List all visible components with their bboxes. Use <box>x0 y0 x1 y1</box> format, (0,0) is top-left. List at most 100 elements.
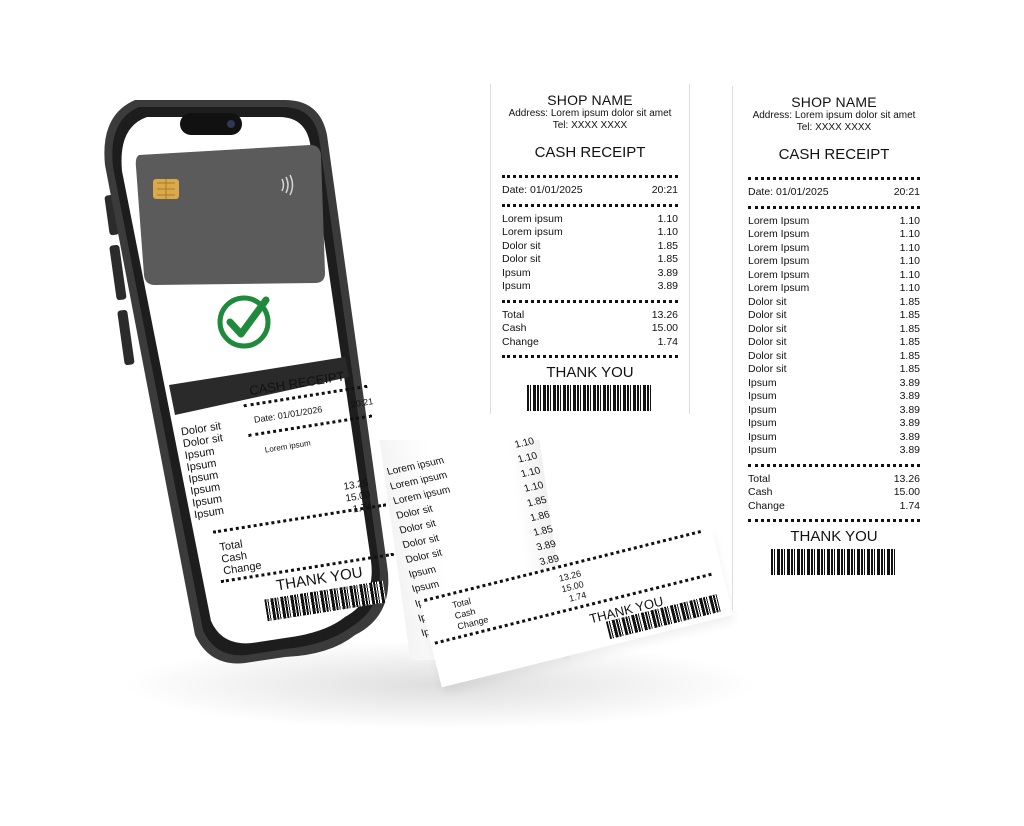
item-name: Lorem Ipsum <box>748 241 810 254</box>
item-name: Dolor sit <box>748 309 787 321</box>
item-price: 1.10 <box>657 226 678 238</box>
camera-icon <box>227 120 235 128</box>
item-price: 3.89 <box>899 403 920 416</box>
shop-address: Address: Lorem ipsum dolor sit amet <box>752 110 916 121</box>
line-item-row: Dolor sit 1.85 <box>748 296 920 310</box>
line-item-row: Cash 15.00 <box>748 486 920 500</box>
item-name: Lorem Ipsum <box>748 214 810 227</box>
item-price: 3.89 <box>899 376 920 389</box>
item-price: 1.85 <box>899 309 920 321</box>
item-price: 3.89 <box>899 417 920 429</box>
item-name: Ipsum <box>748 430 777 443</box>
receipt-time: 20:21 <box>893 186 920 198</box>
phone-receipt-first-item: Lorem ipsum <box>264 438 312 455</box>
item-price: 1.74 <box>899 499 920 512</box>
date-row: Date: 01/01/2025 20:21 <box>748 186 920 200</box>
shop-tel: Tel: XXXX XXXX <box>796 122 872 133</box>
item-price: 3.89 <box>899 444 920 456</box>
item-name: Dolor sit <box>748 295 787 308</box>
item-price: 1.85 <box>899 295 920 308</box>
item-name: Ipsum <box>748 376 777 389</box>
phone-receipt-title: CASH RECEIPT <box>248 368 346 399</box>
line-item-row: Dolor sit 1.85 <box>748 323 920 337</box>
item-name: Total <box>748 472 771 485</box>
item-name: Dolor sit <box>748 336 787 348</box>
item-price: 3.89 <box>657 266 678 279</box>
item-name: Ipsum <box>748 403 777 416</box>
line-item-row: Lorem Ipsum 1.10 <box>748 215 920 229</box>
receipt-title: CASH RECEIPT <box>778 146 890 163</box>
item-name: Lorem Ipsum <box>748 282 810 294</box>
divider <box>502 299 678 303</box>
item-price: 1.85 <box>899 349 920 362</box>
item-price: 3.89 <box>657 280 678 292</box>
divider <box>748 463 920 467</box>
item-price: 1.10 <box>899 241 920 254</box>
item-price: 15.00 <box>893 486 920 498</box>
barcode <box>771 549 897 575</box>
line-item-row: Ipsum 3.89 <box>748 417 920 431</box>
phone-illustration <box>104 100 389 664</box>
item-name: Dolor sit <box>748 349 787 362</box>
item-price: 1.10 <box>657 212 678 225</box>
item-price: 1.10 <box>899 282 920 294</box>
receipt-date: Date: 01/01/2025 <box>502 184 583 196</box>
line-item-row: Ipsum 3.89 <box>502 267 678 281</box>
item-name: Cash <box>748 486 773 498</box>
item-price: 1.10 <box>899 214 920 227</box>
item-name: Dolor sit <box>748 322 787 335</box>
item-name: Ipsum <box>748 390 777 402</box>
shop-address: Address: Lorem ipsum dolor sit amet <box>508 108 672 119</box>
line-item-row: Ipsum 3.89 <box>748 377 920 391</box>
divider <box>502 203 678 207</box>
line-item-row: Ipsum 3.89 <box>748 404 920 418</box>
receipt-title: CASH RECEIPT <box>534 144 646 161</box>
item-name: Ipsum <box>748 417 777 429</box>
shop-tel: Tel: XXXX XXXX <box>552 120 628 131</box>
item-price: 13.26 <box>893 472 920 485</box>
line-item-row: Lorem Ipsum 1.10 <box>748 242 920 256</box>
item-price: 1.10 <box>899 268 920 281</box>
card-chip-icon <box>153 179 179 199</box>
line-item-row: Dolor sit 1.85 <box>748 350 920 364</box>
contactless-icon <box>281 174 294 196</box>
divider <box>748 205 920 209</box>
checkmark-icon <box>217 295 271 349</box>
line-item-row: Lorem Ipsum 1.10 <box>748 282 920 296</box>
item-price: 13.26 <box>651 308 678 321</box>
item-price: 1.85 <box>657 239 678 252</box>
receipt-date: Date: 01/01/2025 <box>748 186 829 198</box>
item-price: 1.10 <box>899 228 920 240</box>
divider <box>502 355 678 358</box>
item-price: 1.85 <box>657 253 678 265</box>
item-price: 1.85 <box>899 336 920 348</box>
item-price: 1.85 <box>899 322 920 335</box>
divider <box>748 519 920 522</box>
divider <box>748 177 920 180</box>
thank-you: THANK YOU <box>546 364 634 381</box>
item-name: Ipsum <box>502 266 531 279</box>
phone <box>95 95 395 665</box>
curl-receipt-barcode <box>605 593 722 640</box>
item-name: Total <box>502 308 525 321</box>
line-item-row: Dolor sit 1.85 <box>748 336 920 350</box>
date-row: Date: 01/01/2025 20:21 <box>502 184 678 198</box>
line-item-row: Total 13.26 <box>502 309 678 323</box>
receipt-time: 20:21 <box>651 184 678 196</box>
item-name: Change <box>748 499 785 512</box>
